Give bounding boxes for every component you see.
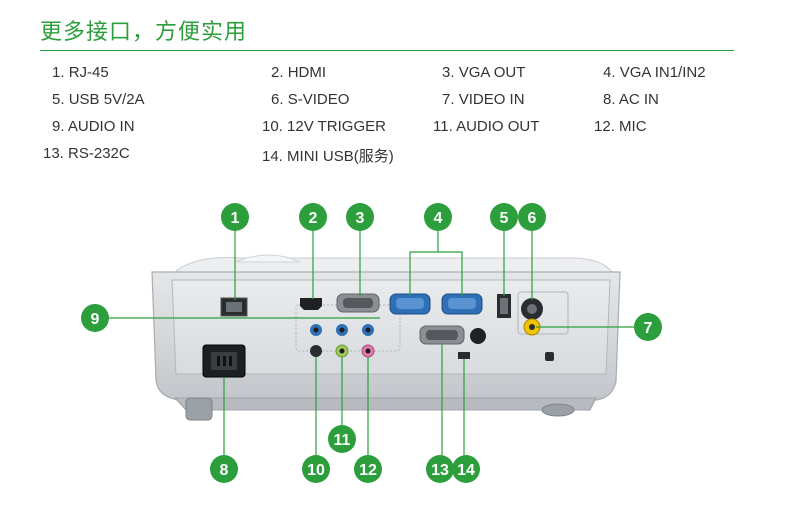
port-name: AUDIO IN [67,118,135,135]
port-name: RS-232C [68,145,130,162]
port-name: VIDEO IN [458,91,525,108]
callout-7: 7 [634,313,662,341]
svg-text:13: 13 [431,462,449,479]
svg-text:10: 10 [307,462,325,479]
port-item-11: 11. AUDIO OUT [433,118,539,135]
svg-text:5: 5 [500,210,509,227]
port-num: 1. [52,64,65,81]
hdmi-port [300,298,322,310]
callout-14: 14 [452,455,480,483]
svg-text:8: 8 [220,462,229,479]
port-name: AC IN [618,91,659,108]
port-num: 6. [271,91,284,108]
port-num: 12. [594,118,615,135]
port-name: AUDIO OUT [456,118,540,135]
mini-usb-port [458,352,470,359]
svg-text:3: 3 [356,210,365,227]
port-item-12: 12. MIC [594,118,647,135]
callout-11: 11 [328,425,356,453]
foot-left [185,397,213,421]
port-num: 11. [433,118,453,135]
page-title: 更多接口，方便实用 [40,19,248,44]
port-item-2: 2. HDMI [271,64,326,81]
foot-right [541,403,575,417]
svg-text:11: 11 [334,432,351,449]
port-name: RJ-45 [68,64,109,81]
svg-text:2: 2 [309,210,318,227]
port-num: 4. [603,64,616,81]
leader-lines [109,229,634,455]
kensington-lock-icon [545,352,554,361]
port-num: 13. [43,145,64,162]
port-item-10: 10. 12V TRIGGER [262,118,386,135]
port-item-7: 7. VIDEO IN [442,91,525,108]
port-name: MINI USB(服务) [287,148,394,165]
port-item-6: 6. S-VIDEO [271,91,349,108]
callout-9: 9 [81,304,109,332]
svg-text:12: 12 [359,462,377,479]
port-item-3: 3. VGA OUT [442,64,525,81]
port-name: MIC [619,118,647,135]
port-name: 12V TRIGGER [287,118,386,135]
port-item-4: 4. VGA IN1/IN2 [603,64,706,81]
port-item-5: 5. USB 5V/2A [52,91,145,108]
port-num: 3. [442,64,455,81]
port-name: VGA OUT [458,64,526,81]
svg-text:4: 4 [434,210,443,227]
port-name: HDMI [287,64,327,81]
port-num: 5. [52,91,65,108]
port-name: VGA IN1/IN2 [619,64,706,81]
port-name: S-VIDEO [287,91,350,108]
trigger-jack [310,345,322,357]
callout-2: 2 [299,203,327,231]
callout-12: 12 [354,455,382,483]
port-item-14: 14. MINI USB(服务) [262,145,394,166]
port-num: 8. [603,91,616,108]
callout-8: 8 [210,455,238,483]
svg-text:6: 6 [528,210,537,227]
port-item-8: 8. AC IN [603,91,659,108]
callout-6: 6 [518,203,546,231]
port-num: 14. [262,148,283,165]
port-num: 7. [442,91,455,108]
port-item-1: 1. RJ-45 [52,64,109,81]
svg-text:1: 1 [231,210,240,227]
callout-1: 1 [221,203,249,231]
port-item-9: 9. AUDIO IN [52,118,135,135]
port-name: USB 5V/2A [68,91,145,108]
port-num: 10. [262,118,283,135]
title-divider [40,50,734,51]
ir-sensor-icon [470,328,486,344]
svg-text:14: 14 [457,462,475,479]
port-num: 9. [52,118,65,135]
callout-4: 4 [424,203,452,231]
callout-13: 13 [426,455,454,483]
callout-3: 3 [346,203,374,231]
port-num: 2. [271,64,284,81]
svg-text:9: 9 [91,311,100,328]
port-item-13: 13. RS-232C [43,145,130,162]
callout-10: 10 [302,455,330,483]
callout-5: 5 [490,203,518,231]
svg-text:7: 7 [644,320,653,337]
